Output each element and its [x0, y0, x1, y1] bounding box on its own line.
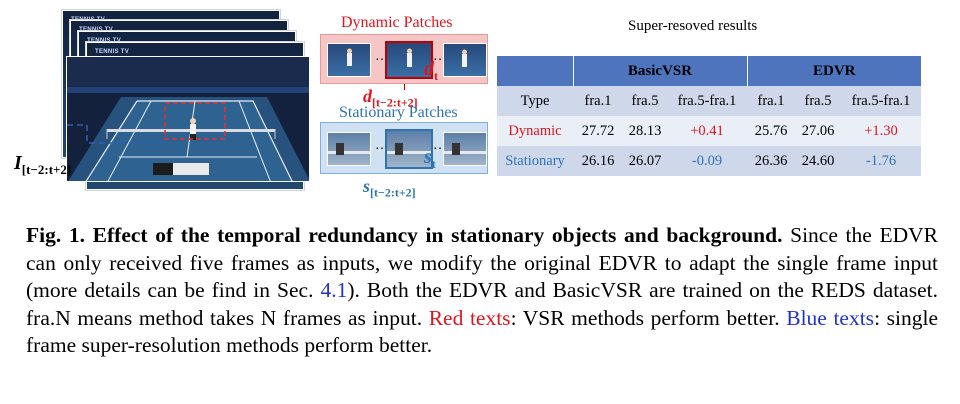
caption-text: : single frame super-resolution methods … — [26, 305, 938, 358]
figure-caption: Fig. 1. Effect of the temporal redundanc… — [26, 222, 938, 360]
column-header: Type — [497, 86, 573, 116]
table-cell-diff: +0.41 — [667, 116, 747, 146]
section-reference-link[interactable]: 4.1 — [320, 278, 348, 302]
table-cell: 27.72 — [573, 116, 623, 146]
stationary-current-tag: st — [424, 146, 436, 171]
caption-lead: Fig. 1. Effect of the temporal redundanc… — [26, 223, 783, 247]
header-empty — [497, 56, 573, 86]
column-header: fra.1 — [573, 86, 623, 116]
group-basicvsr: BasicVSR — [572, 56, 747, 86]
table-title: Super-resoved results — [628, 18, 758, 34]
dynamic-patch-thumb — [327, 43, 371, 77]
table-column-header: Type fra.1 fra.5 fra.5-fra.1 fra.1 fra.5… — [497, 86, 921, 116]
frame-sequence-label: I[t−2:t+2] — [14, 152, 72, 177]
table-cell-diff: +1.30 — [841, 116, 921, 146]
red-texts-label: Red texts — [428, 305, 511, 330]
table-cell: 24.60 — [795, 146, 841, 176]
row-type-dynamic: Dynamic — [497, 116, 573, 146]
table-cell-diff: -1.76 — [841, 146, 921, 176]
tennis-tv-logo: TENNIS TV — [87, 38, 122, 44]
dynamic-patch-thumb — [443, 43, 487, 77]
blue-texts-label: Blue texts — [786, 305, 875, 330]
tennis-tv-logo: TENNIS TV — [95, 49, 130, 55]
table-group-header: BasicVSR EDVR — [497, 56, 921, 86]
stationary-patch-thumb — [443, 132, 487, 166]
table-cell-diff: -0.09 — [667, 146, 747, 176]
stationary-patch-current — [385, 129, 433, 169]
column-header: fra.5 — [623, 86, 667, 116]
video-frame-current — [66, 56, 310, 182]
stationary-sequence-label: s[t−2:t+2] — [363, 176, 416, 200]
stationary-patches-title: Stationary Patches — [339, 104, 458, 121]
column-header: fra.5-fra.1 — [841, 86, 921, 116]
dynamic-patches-box: … … — [320, 34, 488, 84]
dynamic-patches-title: Dynamic Patches — [341, 14, 453, 31]
table-cell: 28.13 — [623, 116, 667, 146]
row-type-stationary: Stationary — [497, 146, 573, 176]
dynamic-patch-current — [385, 41, 433, 79]
table-cell: 26.36 — [747, 146, 795, 176]
frame-sequence-subscript: [t−2:t+2] — [21, 162, 72, 177]
dynamic-current-tag: dt — [424, 58, 438, 83]
table-cell: 26.16 — [573, 146, 623, 176]
table-row: Stationary 26.16 26.07 -0.09 26.36 24.60… — [497, 146, 921, 176]
stationary-patches-box: … … — [320, 122, 488, 174]
results-table: BasicVSR EDVR Type fra.1 fra.5 fra.5-fra… — [497, 56, 921, 176]
tennis-tv-logo: TENNIS TV — [79, 27, 114, 33]
caption-text: : VSR methods perform better. — [510, 305, 787, 330]
dynamic-sequence-label: d[t−2:t+2] — [363, 86, 418, 110]
tennis-court-image — [67, 57, 309, 181]
table-cell: 25.76 — [747, 116, 795, 146]
caption-text: ). Both the EDVR and BasicVSR are traine… — [26, 278, 938, 330]
caption-text: Since the EDVR can only received five fr… — [26, 223, 938, 302]
group-edvr: EDVR — [746, 56, 921, 86]
table-cell: 27.06 — [795, 116, 841, 146]
column-header: fra.5-fra.1 — [667, 86, 747, 116]
column-header: fra.5 — [795, 86, 841, 116]
table-cell: 26.07 — [623, 146, 667, 176]
table-row: Dynamic 27.72 28.13 +0.41 25.76 27.06 +1… — [497, 116, 921, 146]
dynamic-connector — [404, 84, 405, 90]
column-header: fra.1 — [747, 86, 795, 116]
stationary-patch-thumb — [327, 132, 371, 166]
